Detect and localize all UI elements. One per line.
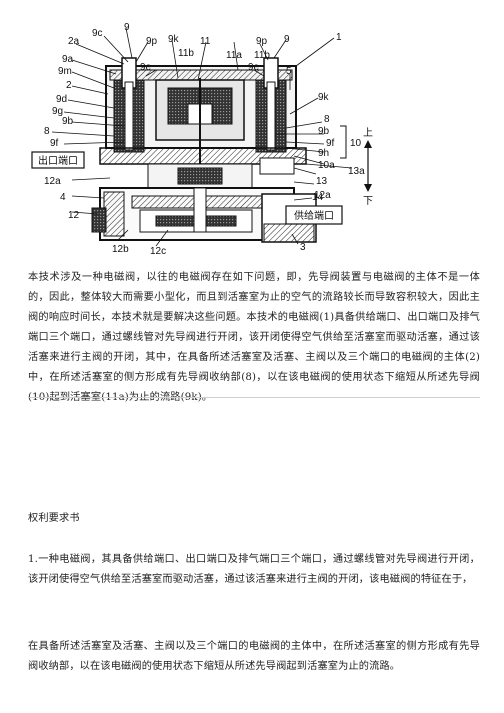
ref-13a: 13a [348, 166, 365, 177]
ref-4: 4 [60, 192, 66, 203]
reference-numerals: 2a 9c 9 9p 9k 11 11b 11a 9p 11b 9 1 9a 9… [44, 22, 365, 256]
section-divider [28, 397, 480, 398]
ref-13: 13 [316, 176, 328, 187]
ref-9m: 9m [58, 66, 72, 77]
valve-lower-body [91, 187, 317, 243]
ref-9-left: 9 [124, 22, 130, 33]
ref-3: 3 [300, 242, 306, 253]
ref-9k-right: 9k [318, 92, 330, 103]
claim-1-body: 在具备所述活塞室及活塞、主阀以及三个端口的电磁阀的主体中，在所述活塞室的侧方形成… [28, 641, 480, 673]
ref-9p-right: 9p [256, 36, 268, 47]
ref-14: 14 [312, 192, 324, 203]
supply-port-callout: 供给端口 [285, 205, 343, 225]
ref-11b-left: 11b [178, 48, 194, 59]
outlet-port-label: 出口端口 [38, 154, 78, 167]
ref-9a: 9a [62, 54, 74, 65]
ref-12: 12 [68, 210, 80, 221]
ref-9g: 9g [52, 106, 63, 117]
claim-1-preamble: 1.一种电磁阀，其具备供给端口、出口端口及排气端口三个端口，通过螺线管对先导阀进… [28, 554, 480, 586]
ref-11: 11 [200, 36, 211, 47]
ref-9p-left: 9p [146, 36, 158, 47]
ref-9e-right: 9e [248, 62, 260, 73]
ref-9-right: 9 [284, 34, 290, 45]
ref-5: 5 [286, 66, 292, 77]
claims-heading: 权利要求书 [28, 513, 80, 525]
ref-11a: 11a [226, 50, 242, 61]
ref-12c: 12c [150, 246, 166, 256]
direction-up-label: 上 [363, 127, 373, 139]
ref-12a-left: 12a [44, 176, 61, 187]
ref-8-left: 8 [44, 126, 50, 137]
ref-9e-left: 9e [140, 62, 152, 73]
ref-1: 1 [336, 32, 342, 43]
direction-indicator: 上 下 [363, 127, 373, 207]
ref-9f-left: 9f [50, 138, 59, 149]
ref-10a: 10a [318, 160, 335, 171]
ref-11b-right: 11b [254, 50, 270, 61]
ref-9b-right: 9b [318, 126, 330, 137]
abstract-paragraph: 本技术涉及一种电磁阀，以往的电磁阀存在如下问题，即，先导阀装置与电磁阀的主体不是… [28, 272, 480, 403]
ref-12b: 12b [112, 244, 129, 255]
ref-9h: 9h [318, 148, 329, 159]
ref-12a-right: 12a [314, 190, 331, 201]
ref-2a: 2a [68, 36, 80, 47]
leader-lines [51, 27, 353, 247]
valve-middle-plate [99, 147, 307, 189]
ref-9c: 9c [92, 28, 103, 39]
ref-10: 10 [350, 138, 362, 149]
ref-9b-left: 9b [62, 116, 74, 127]
ref-9k-top: 9k [168, 34, 180, 45]
supply-port-label: 供给端口 [294, 209, 334, 222]
ref-2: 2 [66, 80, 72, 91]
direction-down-label: 下 [363, 196, 373, 207]
ref-9d: 9d [56, 94, 67, 105]
outlet-port-callout: 出口端口 [31, 151, 85, 169]
ref-8-right: 8 [324, 114, 330, 125]
valve-upper-body [105, 57, 297, 168]
patent-figure: 出口端口 供给端口 上 下 [28, 18, 388, 256]
valve-cross-section-diagram: 出口端口 供给端口 上 下 [31, 22, 373, 256]
ref-9f-right: 9f [326, 138, 335, 149]
